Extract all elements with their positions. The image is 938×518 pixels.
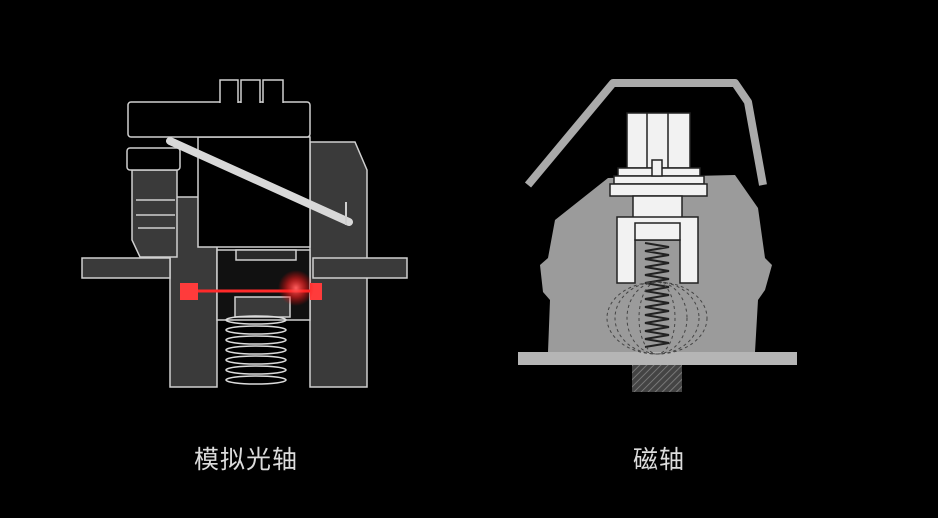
laser-beam [180, 270, 322, 306]
keycap-outline [524, 79, 767, 188]
plate-right [312, 257, 408, 279]
optical-switch-diagram [81, 79, 408, 388]
spring-icon [644, 242, 670, 348]
stem-top [626, 112, 691, 169]
laser-flash-icon [278, 270, 314, 306]
actuation-rod [166, 137, 353, 226]
optical-switch-label: 模拟光轴 [193, 445, 299, 474]
stem-left-step [131, 169, 178, 258]
key-bar-second [126, 147, 181, 171]
stem-neck [632, 195, 683, 219]
magnet [632, 365, 682, 392]
center-block [197, 136, 311, 248]
keycap-top [127, 101, 311, 138]
magnetic-field-lines [606, 281, 708, 355]
magnetic-switch-diagram [518, 79, 797, 392]
base-plate [518, 352, 797, 365]
laser-emitter [180, 283, 198, 300]
stem-slider [234, 296, 291, 318]
magnetic-switch-label: 磁轴 [632, 445, 686, 474]
plate-left [81, 257, 171, 279]
spring [225, 315, 287, 385]
housing [540, 175, 772, 352]
